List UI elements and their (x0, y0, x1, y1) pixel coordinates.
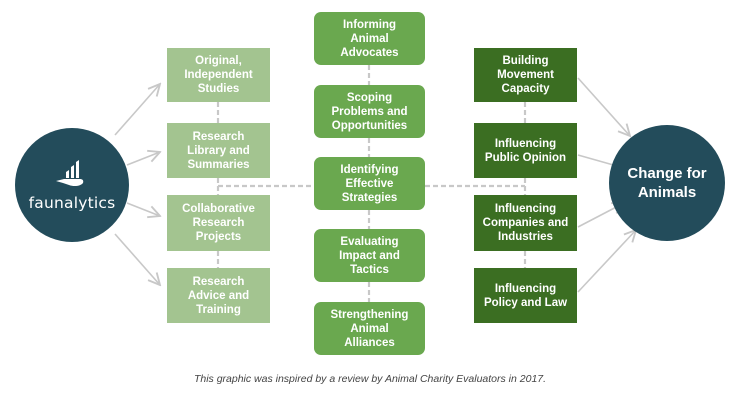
caption: This graphic was inspired by a review by… (193, 373, 547, 385)
change-for-animals-circle: Change for Animals (609, 125, 725, 241)
activity-label: Strengthening Animal Alliances (330, 308, 409, 349)
activity-label: Scoping Problems and Opportunities (331, 91, 408, 132)
faunalytics-logo-circle: faunalytics (15, 128, 129, 242)
output-label: Research Library and Summaries (187, 130, 250, 171)
outcome-label: Influencing Policy and Law (483, 282, 568, 309)
outcome-box-building-capacity: Building Movement Capacity (474, 48, 577, 102)
dashed-connectors (216, 65, 527, 302)
activity-box-informing-advocates: Informing Animal Advocates (314, 12, 425, 65)
activity-label: Identifying Effective Strategies (340, 163, 399, 204)
activity-box-identifying-strategies: Identifying Effective Strategies (314, 157, 425, 210)
output-box-collaborative-projects: Collaborative Research Projects (167, 195, 270, 251)
output-label: Collaborative Research Projects (182, 203, 255, 243)
activity-label: Informing Animal Advocates (340, 18, 399, 59)
output-label: Original, Independent Studies (184, 55, 253, 95)
activity-box-evaluating-impact: Evaluating Impact and Tactics (314, 229, 425, 282)
source-arrows (114, 84, 160, 285)
activity-box-scoping-problems: Scoping Problems and Opportunities (314, 85, 425, 138)
output-box-research-advice: Research Advice and Training (167, 268, 270, 323)
outcome-box-policy-law: Influencing Policy and Law (474, 268, 577, 323)
outcome-label: Influencing Companies and Industries (482, 203, 569, 243)
outcome-label: Influencing Public Opinion (484, 137, 567, 164)
output-box-research-library: Research Library and Summaries (167, 123, 270, 178)
output-label: Research Advice and Training (187, 275, 250, 316)
outcome-box-public-opinion: Influencing Public Opinion (474, 123, 577, 178)
goal-label: Change for Animals (627, 165, 707, 201)
activity-box-strengthening-alliances: Strengthening Animal Alliances (314, 302, 425, 355)
activity-label: Evaluating Impact and Tactics (339, 235, 400, 276)
outcome-box-companies-industries: Influencing Companies and Industries (474, 195, 577, 251)
faunalytics-bird-bars-icon (56, 160, 84, 187)
outcome-label: Building Movement Capacity (497, 55, 554, 95)
output-box-original-studies: Original, Independent Studies (167, 48, 270, 102)
faunalytics-logo-text: faunalytics (28, 194, 116, 212)
